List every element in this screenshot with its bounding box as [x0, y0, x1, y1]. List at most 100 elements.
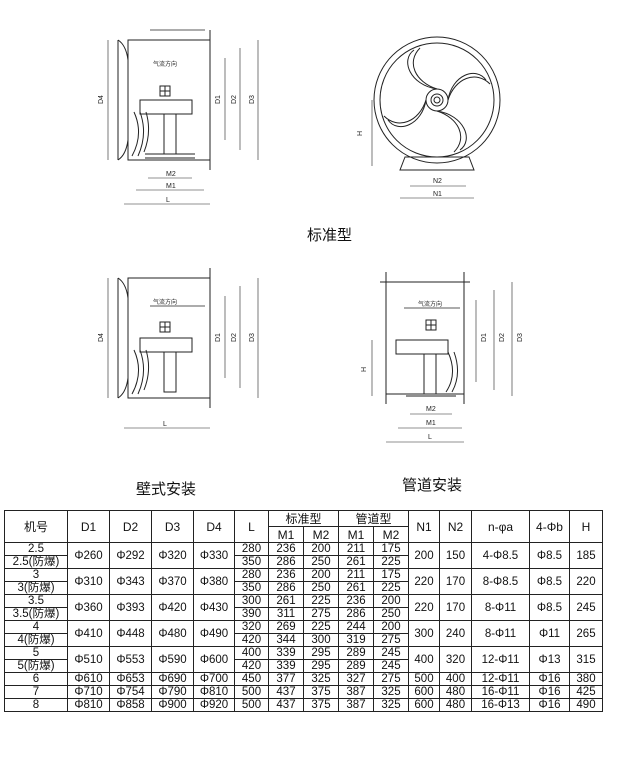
cell-d4: Φ330	[193, 542, 235, 569]
cell-value: 275	[373, 633, 409, 647]
label-d1-2: D1	[215, 333, 222, 342]
cell-value: 325	[303, 672, 339, 686]
cell-value: 261	[338, 555, 374, 569]
cell-value: 300	[303, 633, 339, 647]
label-d3-3: D3	[517, 333, 524, 342]
cell-value: 7	[4, 685, 68, 699]
cell-h: 265	[569, 620, 603, 647]
cell-value: 8	[4, 698, 68, 712]
cell-value: 286	[338, 607, 374, 621]
cell-value: 280	[234, 542, 269, 556]
cell-value: 490	[569, 698, 603, 712]
header-d3: D3	[151, 510, 194, 543]
cell-holes: 8-Φ11	[471, 594, 530, 621]
standard-side-view	[107, 29, 259, 205]
cell-value: 200	[373, 620, 409, 634]
label-l-2: L	[163, 421, 167, 428]
cell-value: 450	[234, 672, 269, 686]
cell-value: 311	[268, 607, 304, 621]
cell-value: 387	[338, 685, 374, 699]
cell-d1: Φ260	[67, 542, 110, 569]
label-n1: N1	[433, 191, 442, 198]
cell-d1: Φ310	[67, 568, 110, 595]
cell-d3: Φ320	[151, 542, 194, 569]
cell-value: 250	[373, 607, 409, 621]
cell-h: 220	[569, 568, 603, 595]
cell-value: Φ790	[151, 685, 194, 699]
cell-d2: Φ553	[109, 646, 152, 673]
cell-value: 289	[338, 646, 374, 660]
fan-drawings: 气流方向 D4 D1 D2 D3 M2 M1 L H N2 N1	[98, 29, 524, 443]
cell-value: Φ810	[193, 685, 235, 699]
cell-value: 387	[338, 698, 374, 712]
header-d4: D4	[193, 510, 235, 543]
cell-n2: 170	[439, 594, 472, 621]
cell-value: Φ610	[67, 672, 110, 686]
cell-value: 244	[338, 620, 374, 634]
cell-d4: Φ430	[193, 594, 235, 621]
cell-value: 280	[234, 568, 269, 582]
header-d1: D1	[67, 510, 110, 543]
cell-value: 236	[268, 542, 304, 556]
cell-d2: Φ393	[109, 594, 152, 621]
cell-model: 3.5	[4, 594, 68, 608]
cell-value: Φ16	[529, 698, 570, 712]
cell-value: 437	[268, 698, 304, 712]
cell-value: 480	[439, 698, 472, 712]
cell-n2: 170	[439, 568, 472, 595]
cell-h: 185	[569, 542, 603, 569]
header-standard: 标准型	[268, 510, 339, 527]
cell-value: 200	[373, 594, 409, 608]
cell-n1: 220	[408, 568, 440, 595]
spec-table: 机号 D1 D2 D3 D4 L 标准型 管道型 N1 N2 n-φa 4-Φb…	[4, 510, 603, 712]
header-h: H	[569, 510, 603, 543]
cell-value: 175	[373, 568, 409, 582]
cell-value: 300	[234, 594, 269, 608]
label-m2-1: M2	[166, 171, 176, 178]
cell-d3: Φ420	[151, 594, 194, 621]
cell-value: 245	[373, 646, 409, 660]
header-model: 机号	[4, 510, 68, 543]
cell-value: 225	[373, 581, 409, 595]
cell-value: Φ810	[67, 698, 110, 712]
cell-value: 325	[373, 698, 409, 712]
cell-bolt: Φ13	[529, 646, 570, 673]
label-m2-3: M2	[426, 406, 436, 413]
cell-d3: Φ590	[151, 646, 194, 673]
cell-value: 400	[234, 646, 269, 660]
header-bolt: 4-Φb	[529, 510, 570, 543]
duct-install-view	[371, 272, 513, 443]
cell-value: 286	[268, 555, 304, 569]
cell-value: 225	[373, 555, 409, 569]
caption-wall: 壁式安装	[136, 481, 197, 498]
cell-value: Φ16	[529, 685, 570, 699]
caption-standard: 标准型	[307, 227, 353, 244]
cell-d1: Φ410	[67, 620, 110, 647]
cell-value: 295	[303, 659, 339, 673]
cell-value: Φ690	[151, 672, 194, 686]
label-d2-1: D2	[231, 95, 238, 104]
cell-value: 425	[569, 685, 603, 699]
cell-value: Φ653	[109, 672, 152, 686]
cell-value: 600	[408, 685, 440, 699]
cell-n2: 240	[439, 620, 472, 647]
standard-front-view	[371, 36, 501, 199]
cell-value: 420	[234, 659, 269, 673]
label-m1-3: M1	[426, 420, 436, 427]
label-airflow-2: 气流方向	[153, 298, 177, 306]
cell-value: Φ920	[193, 698, 235, 712]
cell-value: 250	[303, 581, 339, 595]
header-l: L	[234, 510, 269, 543]
cell-d4: Φ380	[193, 568, 235, 595]
cell-value: 319	[338, 633, 374, 647]
header-m2-standard: M2	[303, 526, 339, 543]
label-d4-1: D4	[98, 95, 105, 104]
cell-value: 295	[303, 646, 339, 660]
